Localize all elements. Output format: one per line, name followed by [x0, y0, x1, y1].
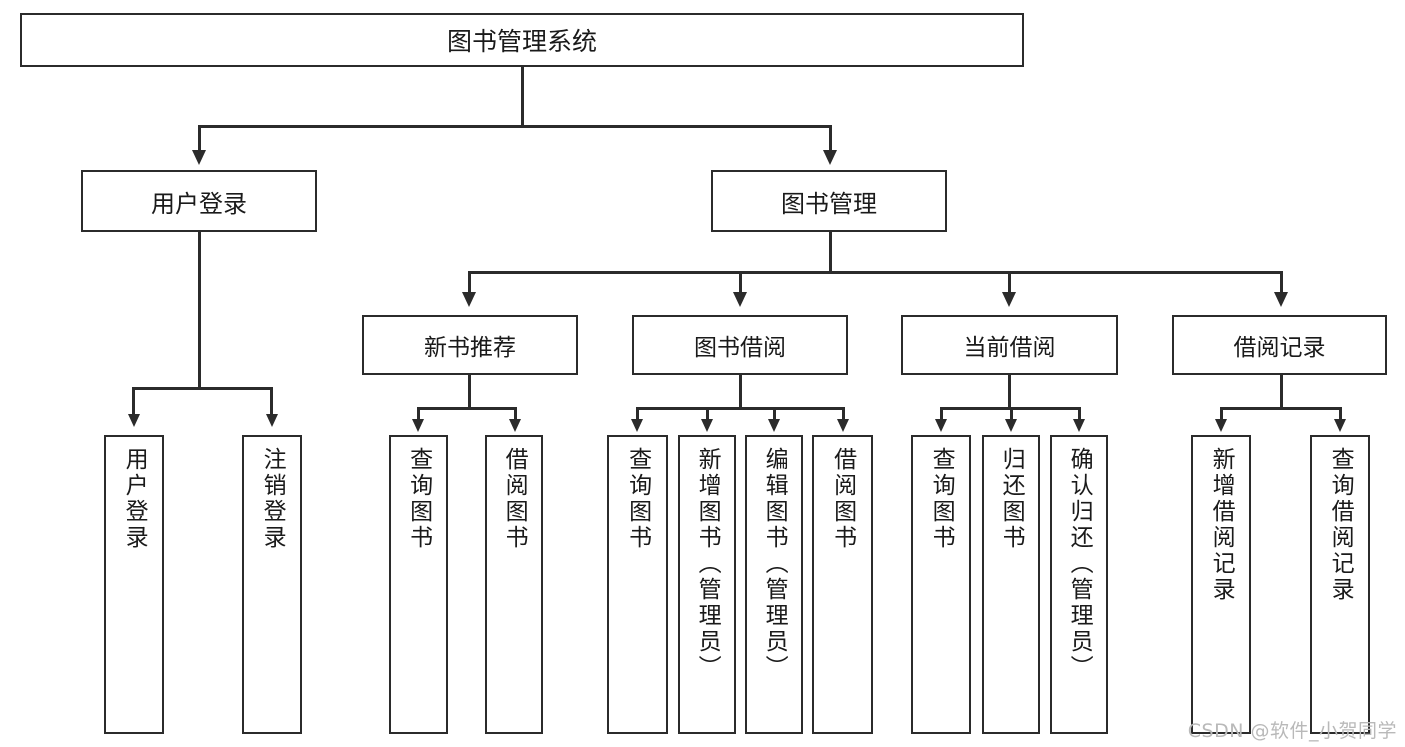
node-label: 当前借阅	[963, 335, 1056, 361]
node-borrow-record[interactable]: 借阅记录	[1172, 315, 1387, 375]
connector-borrow-record-bus	[1220, 407, 1340, 410]
arrowhead-cb-to-leaf-1	[935, 419, 947, 432]
connector-book-borrow-bus	[636, 407, 844, 410]
arrowhead-nb-to-leaf-1	[412, 419, 424, 432]
node-label: 图书管理系统	[446, 27, 597, 56]
node-label: 图书借阅	[694, 335, 786, 361]
connector-new-book-bus	[417, 407, 517, 410]
node-label: 查询图书	[928, 447, 955, 551]
connector-nb-to-leaf-1	[417, 407, 420, 421]
arrowhead-cb-to-leaf-2	[1005, 419, 1017, 432]
connector-user-login-to-leaf-2	[270, 387, 273, 417]
connector-bb-to-leaf-3	[773, 407, 776, 421]
leaf-node-return-book[interactable]: 归还图书	[982, 435, 1040, 734]
connector-root-to-user-login	[198, 125, 201, 153]
arrowhead-bm-to-borrow-record	[1274, 292, 1288, 307]
connector-root-bus	[198, 125, 830, 128]
connector-user-login-to-leaf-1	[132, 387, 135, 417]
leaf-node-query-book-borrow[interactable]: 查询图书	[607, 435, 668, 734]
leaf-node-borrow-book[interactable]: 借阅图书	[812, 435, 873, 734]
node-label: 归还图书	[998, 447, 1025, 551]
connector-bm-to-new-book	[468, 271, 471, 295]
connector-book-management-bus	[468, 271, 1280, 274]
arrowhead-user-login-to-leaf-1	[128, 414, 140, 427]
arrowhead-root-to-user-login	[192, 150, 206, 165]
connector-current-borrow-stem	[1008, 375, 1011, 407]
leaf-node-logout[interactable]: 注销登录	[242, 435, 302, 734]
leaf-node-query-borrow-record[interactable]: 查询借阅记录	[1310, 435, 1370, 734]
node-label: 注销登录	[259, 447, 286, 551]
connector-cb-to-leaf-3	[1078, 407, 1081, 421]
connector-cb-to-leaf-2	[1010, 407, 1013, 421]
arrowhead-bb-to-leaf-2	[701, 419, 713, 432]
node-label: 查询图书	[624, 447, 651, 551]
node-label: 查询图书	[405, 447, 432, 551]
leaf-node-add-book-admin[interactable]: 新增图书（管理员）	[678, 435, 736, 734]
leaf-node-confirm-return-admin[interactable]: 确认归还（管理员）	[1050, 435, 1108, 734]
connector-bm-to-borrow	[739, 271, 742, 295]
connector-bb-to-leaf-1	[636, 407, 639, 421]
leaf-node-query-book-current[interactable]: 查询图书	[911, 435, 971, 734]
arrowhead-bm-to-new-book	[462, 292, 476, 307]
leaf-node-edit-book-admin[interactable]: 编辑图书（管理员）	[745, 435, 803, 734]
arrowhead-cb-to-leaf-3	[1073, 419, 1085, 432]
leaf-node-user-login[interactable]: 用户登录	[104, 435, 164, 734]
leaf-node-add-borrow-record[interactable]: 新增借阅记录	[1191, 435, 1251, 734]
arrowhead-bm-to-current-borrow	[1002, 292, 1016, 307]
connector-br-to-leaf-1	[1220, 407, 1223, 421]
node-current-borrow[interactable]: 当前借阅	[901, 315, 1118, 375]
node-label: 新书推荐	[424, 335, 516, 361]
node-user-login[interactable]: 用户登录	[81, 170, 317, 232]
connector-bb-to-leaf-4	[842, 407, 845, 421]
arrowhead-br-to-leaf-2	[1334, 419, 1346, 432]
connector-new-book-stem	[468, 375, 471, 407]
node-label: 用户登录	[151, 189, 247, 218]
connector-bm-to-borrow-record	[1280, 271, 1283, 295]
node-book-borrow[interactable]: 图书借阅	[632, 315, 848, 375]
arrowhead-br-to-leaf-1	[1215, 419, 1227, 432]
connector-borrow-record-stem	[1280, 375, 1283, 407]
connector-book-borrow-stem	[739, 375, 742, 407]
connector-book-management-stem	[829, 232, 832, 271]
node-label: 新增借阅记录	[1208, 447, 1235, 603]
watermark-text: CSDN @软件_小贺同学	[1187, 720, 1397, 742]
node-label: 确认归还（管理员）	[1066, 447, 1093, 681]
arrowhead-bm-to-borrow	[733, 292, 747, 307]
arrowhead-user-login-to-leaf-2	[266, 414, 278, 427]
connector-bb-to-leaf-2	[706, 407, 709, 421]
connector-user-login-stem	[198, 232, 201, 387]
node-new-book-recommend[interactable]: 新书推荐	[362, 315, 578, 375]
connector-nb-to-leaf-2	[514, 407, 517, 421]
leaf-node-query-book-recommend[interactable]: 查询图书	[389, 435, 448, 734]
node-label: 借阅记录	[1233, 335, 1326, 361]
arrowhead-nb-to-leaf-2	[509, 419, 521, 432]
node-label: 编辑图书（管理员）	[761, 447, 788, 681]
node-label: 借阅图书	[501, 447, 528, 551]
connector-root-stem	[521, 67, 524, 125]
connector-user-login-bus	[132, 387, 272, 390]
node-label: 图书管理	[781, 189, 877, 218]
arrowhead-root-to-book-management	[823, 150, 837, 165]
connector-root-to-book-management	[829, 125, 832, 153]
node-label: 查询借阅记录	[1327, 447, 1354, 603]
arrowhead-bb-to-leaf-1	[631, 419, 643, 432]
node-root-library-management-system[interactable]: 图书管理系统	[20, 13, 1024, 67]
leaf-node-borrow-book-recommend[interactable]: 借阅图书	[485, 435, 543, 734]
arrowhead-bb-to-leaf-3	[768, 419, 780, 432]
arrowhead-bb-to-leaf-4	[837, 419, 849, 432]
connector-br-to-leaf-2	[1339, 407, 1342, 421]
node-label: 用户登录	[121, 447, 148, 551]
node-label: 借阅图书	[829, 447, 856, 551]
connector-bm-to-current-borrow	[1008, 271, 1011, 295]
node-label: 新增图书（管理员）	[694, 447, 721, 681]
connector-cb-to-leaf-1	[940, 407, 943, 421]
node-book-management[interactable]: 图书管理	[711, 170, 947, 232]
